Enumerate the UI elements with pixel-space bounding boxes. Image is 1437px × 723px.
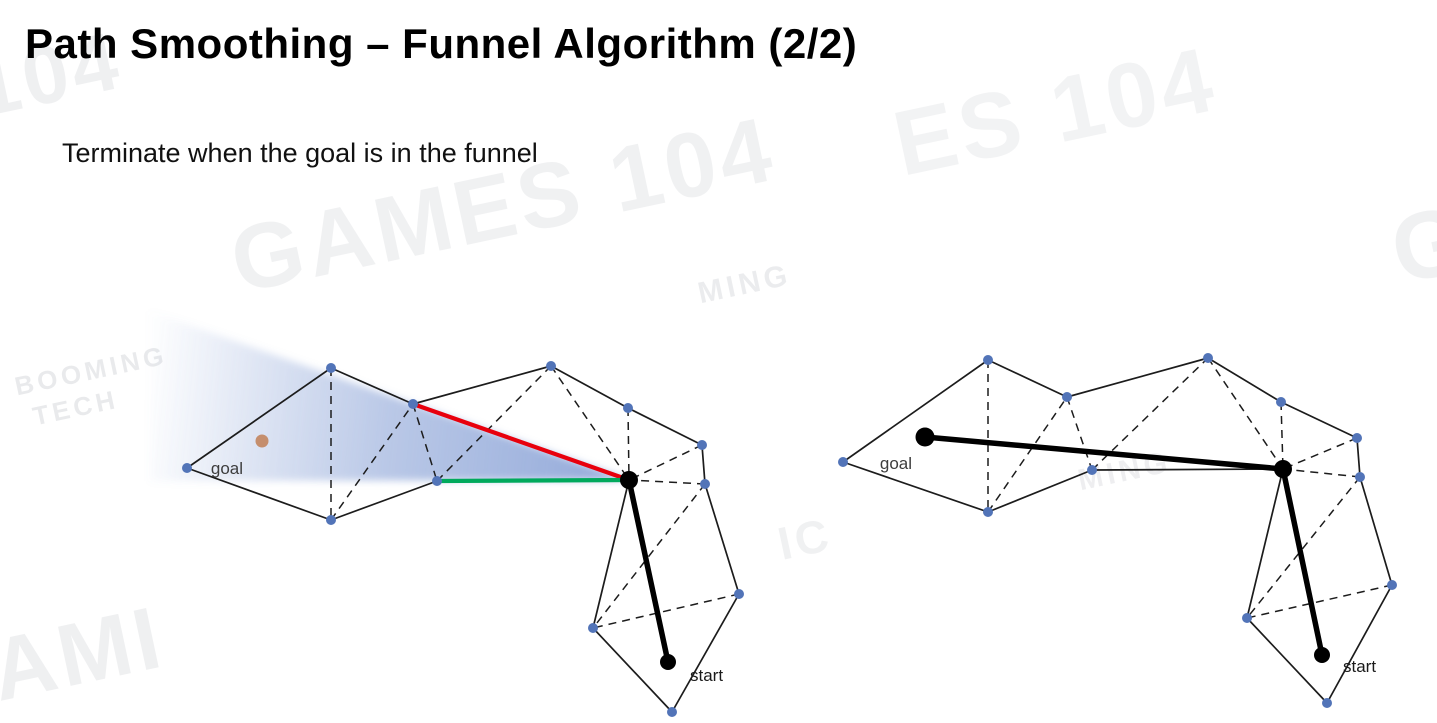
mesh-dashed-edge [550, 365, 630, 481]
mesh-vertex-dot [546, 361, 556, 371]
smoothed-path [626, 477, 671, 665]
mesh-vertex-dot [1242, 613, 1252, 623]
mesh-dashed-edge [627, 407, 630, 481]
start-label: start [1343, 657, 1376, 676]
apex-dot [1274, 460, 1292, 478]
mesh-boundary [842, 357, 1393, 704]
mesh-vertex-dot [182, 463, 192, 473]
mesh-vertex-dot [1276, 397, 1286, 407]
mesh-vertex-dot [326, 363, 336, 373]
mesh-vertex-dot [1352, 433, 1362, 443]
funnel-left-edge-red [410, 401, 632, 483]
goal-label: goal [211, 459, 243, 478]
mesh-vertex-dot [1355, 472, 1365, 482]
mesh-vertex-dot [838, 457, 848, 467]
goal-dot [915, 427, 935, 447]
mesh-vertex-dot [1087, 465, 1097, 475]
mesh-dashed-edge [1282, 437, 1358, 470]
mesh-vertex-dot [983, 507, 993, 517]
diagram-left: goal start [150, 311, 744, 717]
mesh-vertex-dot [1322, 698, 1332, 708]
goal-dot [255, 434, 269, 448]
start-dot [1314, 647, 1330, 663]
start-dot [660, 654, 676, 670]
mesh-vertex-dot [700, 479, 710, 489]
apex-dot [620, 471, 638, 489]
mesh-dashed-edge [592, 593, 740, 629]
funnel-right-edge-green [434, 477, 632, 484]
mesh-dashed-edge [1207, 357, 1284, 470]
mesh-dashed-edge [592, 483, 706, 629]
goal-label: goal [880, 454, 912, 473]
mesh-vertex-dot [408, 399, 418, 409]
mesh-dashed-edge [628, 479, 706, 485]
mesh-vertex-dot [1062, 392, 1072, 402]
slide-title: Path Smoothing – Funnel Algorithm (2/2) [25, 20, 858, 67]
mesh-vertex-dot [667, 707, 677, 717]
mesh-vertex-dot [588, 623, 598, 633]
mesh-vertex-dot [432, 476, 442, 486]
mesh-vertex-dot [1387, 580, 1397, 590]
mesh-vertex-dot [734, 589, 744, 599]
mesh-dashed-edge [628, 444, 703, 481]
mesh-vertex-dot [623, 403, 633, 413]
mesh-vertex-dot [697, 440, 707, 450]
mesh-vertex-dot [326, 515, 336, 525]
slide-subtitle: Terminate when the goal is in the funnel [62, 138, 538, 168]
mesh-dashed-edge [987, 396, 1068, 513]
mesh-vertex-dot [1203, 353, 1213, 363]
mesh-dashed-edge [1280, 401, 1284, 470]
mesh-dashed-edge [330, 403, 414, 521]
mesh-dashed-edge [1066, 396, 1093, 471]
diagram-right: goal start [838, 353, 1397, 708]
mesh-dashed-edge [1246, 584, 1393, 619]
mesh-dashed-edge [1246, 476, 1361, 619]
mesh-vertex-dot [983, 355, 993, 365]
start-label: start [690, 666, 723, 685]
mesh-dashed-edge [1282, 468, 1361, 478]
